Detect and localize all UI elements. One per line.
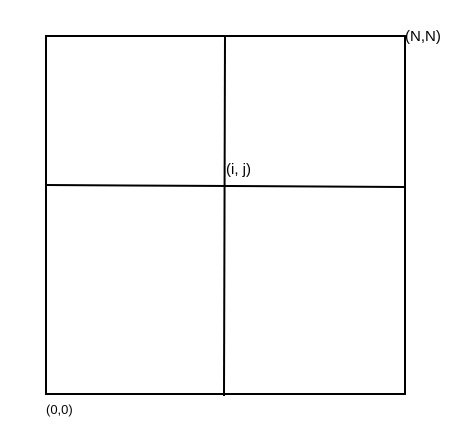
horizontal-divider: [45, 184, 406, 188]
vertical-divider: [223, 35, 226, 397]
center-label: (i, j): [226, 161, 251, 178]
corner-label: (N,N): [405, 28, 441, 45]
outer-square: [45, 35, 406, 395]
origin-label: (0,0): [46, 402, 73, 417]
